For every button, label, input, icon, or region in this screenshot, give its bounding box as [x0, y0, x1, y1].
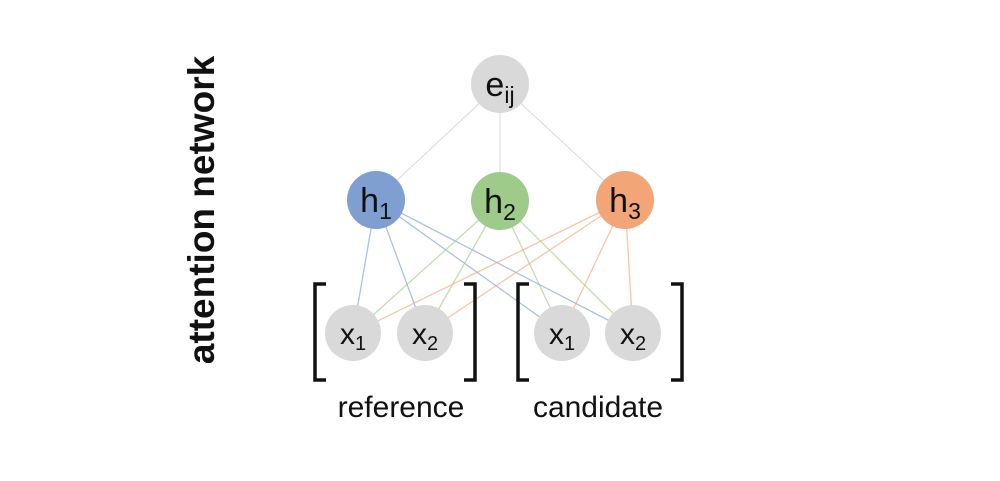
- reference-right-bracket: [464, 282, 477, 382]
- hidden-node-h1-label: h1: [360, 182, 392, 224]
- hidden-node-h2-circle: [471, 172, 529, 230]
- figure-title: attention network: [181, 55, 222, 364]
- reference-input-x1: x1: [325, 305, 381, 361]
- edge-h3-ref-x2: [424, 199, 626, 334]
- reference-brackets: [313, 282, 477, 382]
- output-node-circle: [471, 55, 529, 113]
- candidate-x1-circle: [534, 305, 590, 361]
- candidate-x2-label: x2: [620, 318, 646, 355]
- output-node-eij: eij: [471, 55, 529, 113]
- edge-h1-cand-x1: [375, 199, 563, 334]
- hidden-node-h2: h2: [471, 172, 529, 230]
- hidden-node-h3: h3: [596, 171, 654, 229]
- reference-x2-label: x2: [412, 318, 438, 355]
- edge-h1-cand-x2: [375, 199, 634, 334]
- hidden-node-h3-label: h3: [609, 182, 641, 224]
- candidate-x1-label: x1: [549, 318, 575, 355]
- hidden-node-h2-label: h2: [484, 183, 516, 225]
- candidate-input-x2: x2: [605, 305, 661, 361]
- candidate-right-bracket: [671, 282, 684, 382]
- hidden-node-h1: h1: [347, 171, 405, 229]
- candidate-x2-circle: [605, 305, 661, 361]
- reference-x2-circle: [397, 305, 453, 361]
- hidden-node-h3-circle: [596, 171, 654, 229]
- output-node-label: eij: [485, 66, 514, 108]
- hidden-node-h1-circle: [347, 171, 405, 229]
- reference-x1-label: x1: [340, 318, 366, 355]
- reference-left-bracket: [313, 282, 326, 382]
- reference-x1-circle: [325, 305, 381, 361]
- candidate-left-bracket: [516, 282, 529, 382]
- reference-input-x2: x2: [397, 305, 453, 361]
- reference-group-label: reference: [338, 391, 465, 424]
- candidate-group-label: candidate: [533, 391, 663, 424]
- edge-h2-cand-x2: [499, 200, 634, 334]
- candidate-brackets: [516, 282, 684, 382]
- edge-h3-ref-x1: [352, 199, 626, 334]
- candidate-input-x1: x1: [534, 305, 590, 361]
- edge-h2-ref-x1: [352, 200, 501, 334]
